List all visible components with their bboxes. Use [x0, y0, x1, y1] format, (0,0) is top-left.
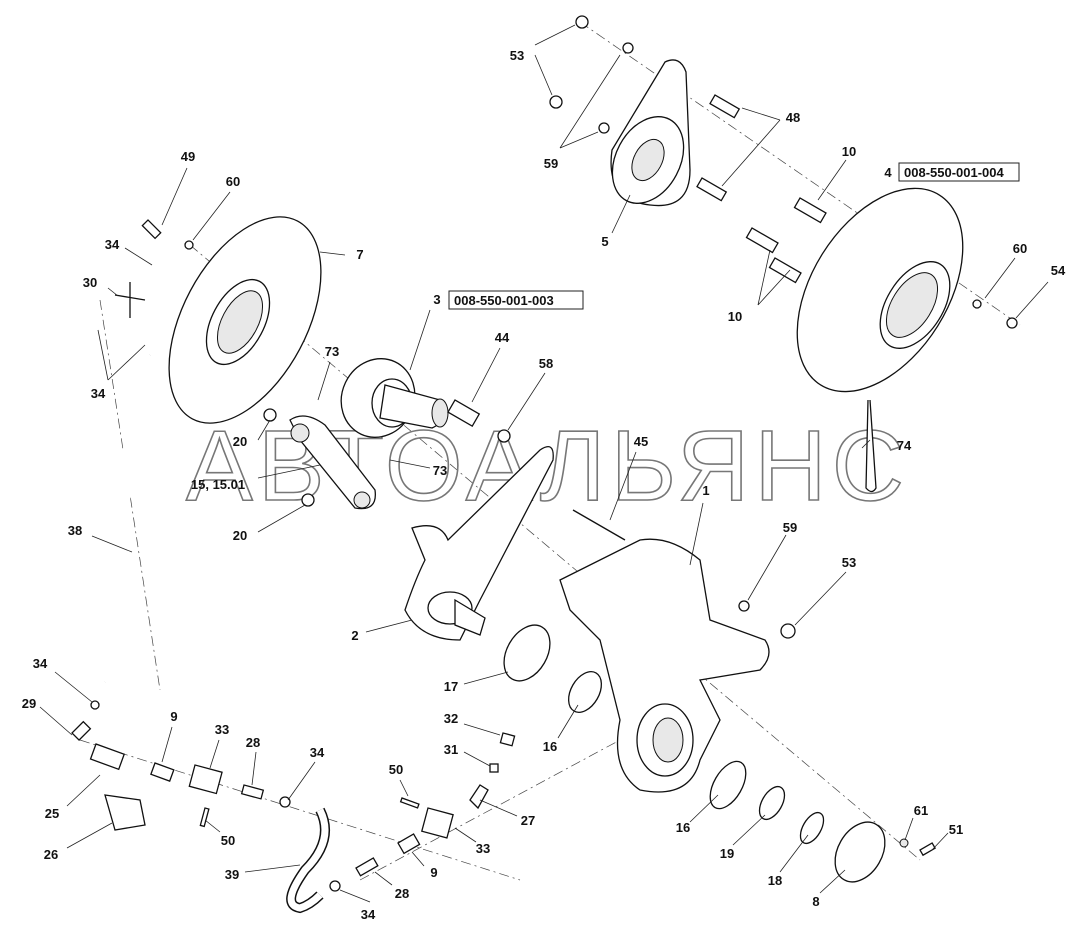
callout-5: 5	[601, 234, 608, 249]
callout-15: 15, 15.01	[191, 477, 245, 492]
callout-60: 60	[226, 174, 240, 189]
callout-8: 8	[812, 894, 819, 909]
spacers-10	[745, 197, 827, 284]
callout-10: 10	[728, 309, 742, 324]
callout-53: 53	[510, 48, 524, 63]
bolt-part-45	[572, 509, 626, 541]
callout-44: 44	[495, 330, 510, 345]
callouts: 53 59 48 10 4 5 60 54 10 49 60 7 34 30 3…	[22, 48, 1066, 922]
fittings-left	[71, 700, 291, 831]
part-code-hub[interactable]: 008-550-001-003	[448, 290, 584, 310]
callout-33: 33	[476, 841, 490, 856]
leader-lines	[39, 24, 1049, 903]
callout-73: 73	[433, 463, 447, 478]
callout-49: 49	[181, 149, 195, 164]
seal-part-17	[503, 624, 551, 682]
callout-58: 58	[539, 356, 553, 371]
callout-17: 17	[444, 679, 458, 694]
callout-33: 33	[215, 722, 229, 737]
callout-34: 34	[361, 907, 376, 922]
arm-part-2	[404, 446, 554, 641]
bearing-part-16a	[567, 671, 603, 713]
nut-part-18	[799, 811, 825, 845]
callout-28: 28	[395, 886, 409, 901]
callout-51: 51	[949, 822, 963, 837]
lever-part-15	[263, 408, 376, 510]
callout-48: 48	[786, 110, 800, 125]
cap-part-8	[834, 821, 886, 883]
callout-27: 27	[521, 813, 535, 828]
callout-3: 3	[433, 292, 440, 307]
svg-text:008-550-001-003: 008-550-001-003	[454, 293, 554, 308]
callout-39: 39	[225, 867, 239, 882]
bracket-part-1	[559, 538, 770, 793]
callout-34: 34	[91, 386, 106, 401]
callout-74: 74	[897, 438, 912, 453]
callout-4: 4	[884, 165, 892, 180]
callout-34: 34	[310, 745, 325, 760]
callout-50: 50	[221, 833, 235, 848]
callout-9: 9	[430, 865, 437, 880]
tee-part-30	[114, 282, 146, 318]
callout-28: 28	[246, 735, 260, 750]
callout-54: 54	[1051, 263, 1066, 278]
grease-nipple-61	[899, 838, 909, 848]
callout-16: 16	[676, 820, 690, 835]
hub-part-3	[340, 358, 449, 438]
callout-73: 73	[325, 344, 339, 359]
callout-20: 20	[233, 434, 247, 449]
callout-25: 25	[45, 806, 59, 821]
drum-part-4	[796, 187, 964, 393]
svg-text:008-550-001-004: 008-550-001-004	[904, 165, 1005, 180]
callout-29: 29	[22, 696, 36, 711]
callout-30: 30	[83, 275, 97, 290]
callout-53: 53	[842, 555, 856, 570]
bearing-part-16b	[709, 760, 747, 810]
callout-60: 60	[1013, 241, 1027, 256]
callout-31: 31	[444, 742, 458, 757]
callout-16: 16	[543, 739, 557, 754]
lock-washer-19	[758, 785, 786, 821]
callout-38: 38	[68, 523, 82, 538]
callout-34: 34	[33, 656, 48, 671]
callout-19: 19	[720, 846, 734, 861]
callout-10: 10	[842, 144, 856, 159]
callout-50: 50	[389, 762, 403, 777]
callout-61: 61	[914, 803, 928, 818]
callout-2: 2	[351, 628, 358, 643]
bolt-part-51	[919, 842, 937, 857]
nuts-washers	[141, 15, 1018, 639]
callout-1: 1	[702, 483, 709, 498]
callout-59: 59	[544, 156, 558, 171]
pin-part-44	[447, 399, 481, 428]
callout-45: 45	[634, 434, 648, 449]
callout-20: 20	[233, 528, 247, 543]
callout-26: 26	[44, 847, 58, 862]
flange-part-5	[610, 59, 691, 207]
bolts-48	[696, 94, 741, 202]
callout-9: 9	[170, 709, 177, 724]
callout-32: 32	[444, 711, 458, 726]
disk-part-7	[168, 216, 322, 424]
callout-18: 18	[768, 873, 782, 888]
hose-part-39	[286, 807, 330, 914]
callout-7: 7	[356, 247, 363, 262]
split-pin-74	[865, 399, 877, 493]
fittings-right	[329, 732, 516, 892]
part-code-drum[interactable]: 008-550-001-004	[898, 162, 1020, 182]
callout-34: 34	[105, 237, 120, 252]
callout-59: 59	[783, 520, 797, 535]
